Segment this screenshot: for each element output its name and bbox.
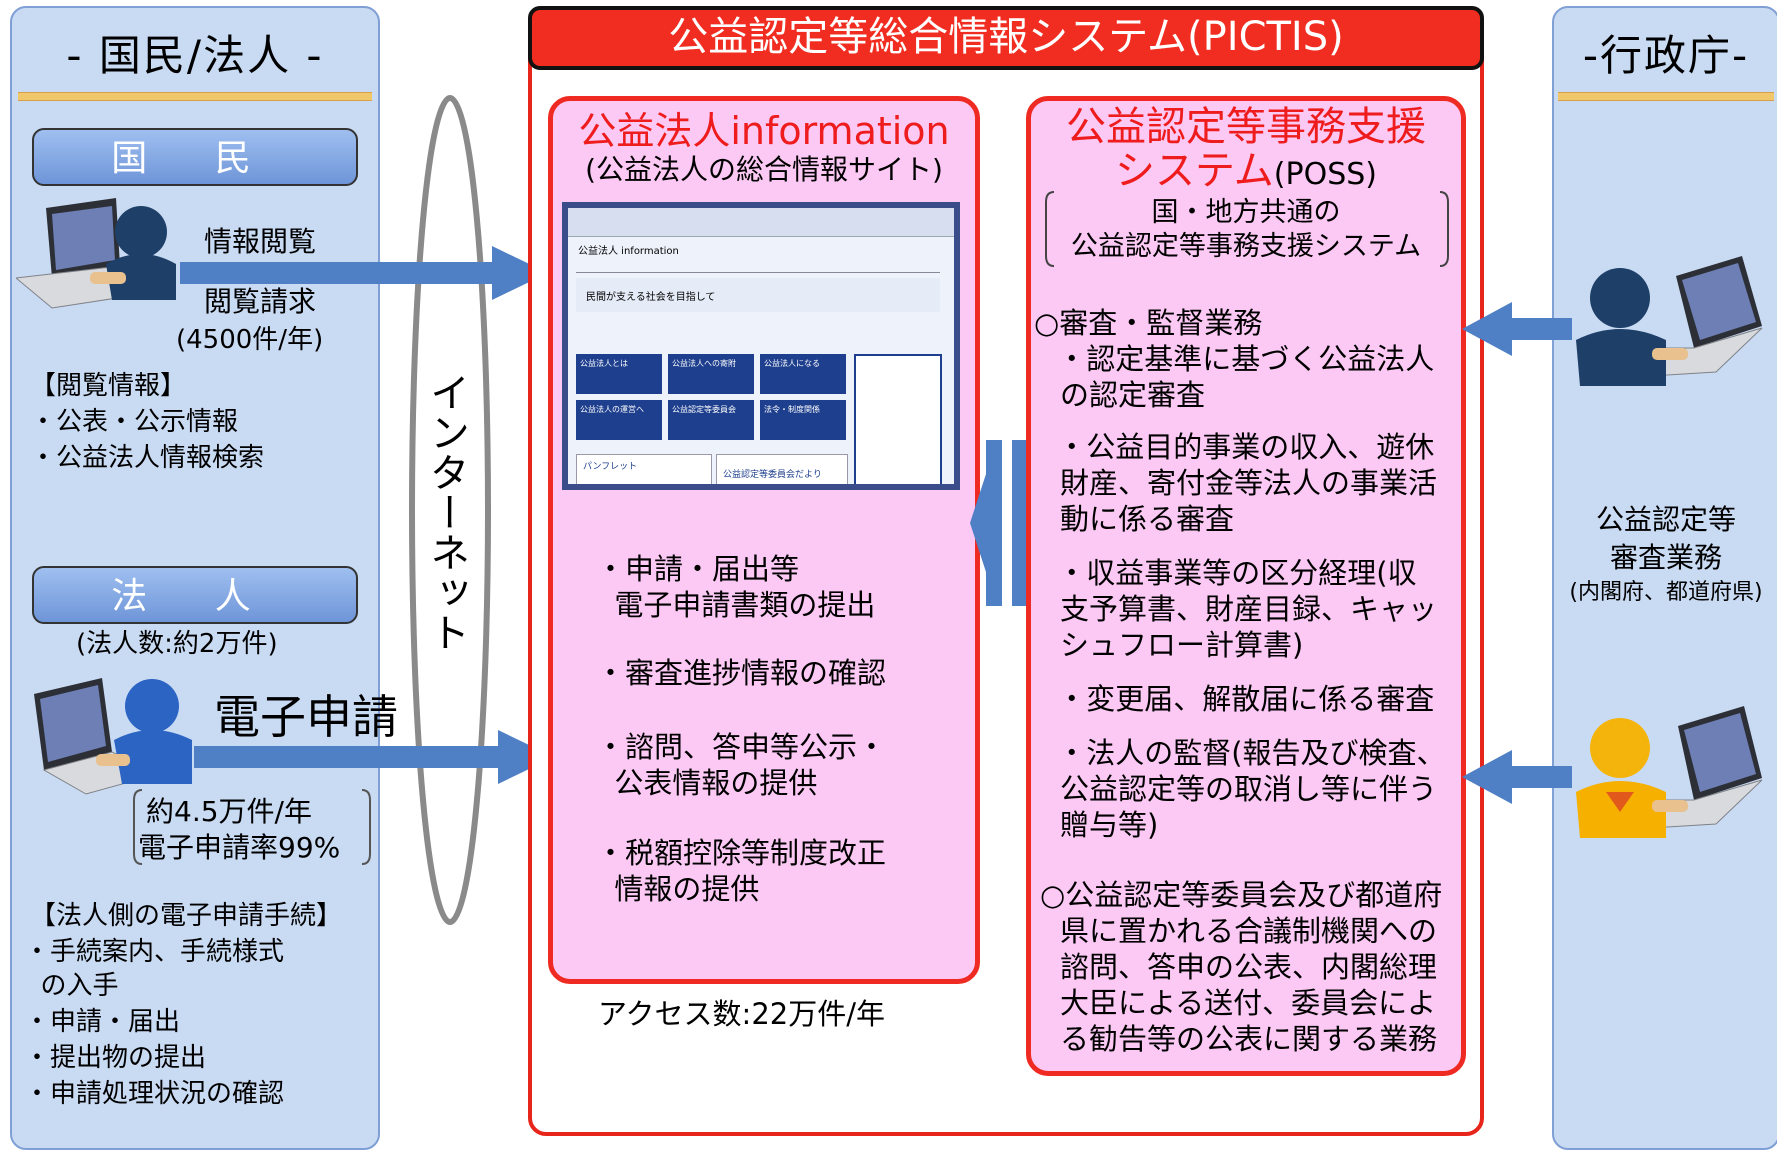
left-column-title: - 国民/法人 - [66,31,324,80]
corp-procedure-item: ・提出物の提出 [24,1043,207,1073]
access-count: アクセス数:22万件/年 [598,997,885,1031]
citizen-action-browse: 情報閲覧 [204,225,317,258]
website-banner: 民間が支える社会を目指して [576,278,940,312]
gov-worker-laptop-icon [1576,706,1763,838]
poss-subtitle-bracket [1045,191,1449,267]
bidirectional-link-arrow [970,440,1044,606]
corp-procedure-item: ・申請処理状況の確認 [24,1079,285,1109]
website-tile: 公益認定等委員会 [668,400,754,440]
corp-procedure-item: ・手続案内、手続様式 [24,937,285,967]
poss-title-system: システム [1114,148,1274,194]
electronic-application-label: 電子申請 [214,690,398,744]
gov-duty-line: 公益認定等 [1595,503,1736,536]
poss-item: ・法人の監督(報告及び検査、 [1048,736,1446,770]
poss-section2-line: ○公益認定等委員会及び都道府 [1040,878,1443,912]
poss-item: ・収益事業等の区分経理(収 [1048,556,1417,590]
poss-panel [1026,96,1466,1076]
website-nav-bar [576,262,940,273]
gov-worker-laptop-icon [1576,256,1763,386]
info-site-subtitle: (公益法人の総合情報サイト) [585,153,943,186]
website-tile: 公益法人への寄附 [668,354,754,394]
info-item: ・諮問、答申等公示・ [596,730,887,764]
info-item: ・審査進捗情報の確認 [596,656,887,690]
website-tile: 法令・制度関係 [760,400,846,440]
poss-title-suffix: (POSS) [1273,157,1377,192]
poss-item: ・公益目的事業の収入、遊休 [1048,430,1435,464]
browse-arrow [180,246,548,300]
browse-info-item: ・公表・公示情報 [30,407,239,437]
info-site-title: 公益法人information [578,109,950,153]
website-tile-label: 公益法人になる [764,359,820,368]
website-tile: 公益法人の運営へ [576,400,662,440]
website-tile-label: 公益法人への寄附 [672,359,736,368]
poss-item: ・認定基準に基づく公益法人 [1048,342,1435,376]
e-application-rate: 電子申請率99% [138,831,341,864]
citizen-laptop-icon [16,198,176,309]
corp-procedures-header: 【法人側の電子申請手続】 [30,901,343,931]
citizen-label-box: 国 民 [32,128,358,186]
poss-item: 動に係る審査 [1060,502,1235,536]
poss-subtitle-line: 国・地方共通の [1151,197,1341,228]
browse-info-item: ・公益法人情報検索 [30,443,265,473]
corporation-label-box: 法 人 [32,566,358,624]
poss-item: の認定審査 [1060,378,1206,412]
poss-section2-line: 県に置かれる合議制機関への [1060,914,1438,948]
browse-info-header: 【閲覧情報】 [30,371,187,401]
poss-item: 贈与等) [1060,808,1159,842]
poss-title-line1: 公益認定等事務支援 [1066,104,1426,150]
poss-item: 財産、寄付金等法人の事業活 [1060,466,1438,500]
poss-section2-line: 大臣による送付、委員会によ [1060,986,1437,1020]
e-stats-bracket [133,789,371,865]
government-column: -行政庁- [1552,6,1777,1150]
pictis-title: 公益認定等総合情報システム(PICTIS) [528,6,1484,70]
website-tile: 公益法人とは [576,354,662,394]
poss-section-header: ○審査・監督業務 [1034,306,1263,340]
info-item: ・申請・届出等 [596,552,800,586]
internet-label: インターネット [423,372,469,652]
website-tile: 公益法人になる [760,354,846,394]
website-newsletter-box: 公益認定等委員会だより [716,454,848,484]
right-column-divider [1558,92,1774,101]
gov-arrow-lower [1462,750,1572,804]
info-item: 公表情報の提供 [596,766,818,800]
right-column-title: -行政庁- [1582,31,1750,80]
poss-item: シュフロー計算書) [1060,628,1304,662]
e-application-arrow [194,730,554,784]
info-item: ・税額控除等制度改正 [596,836,887,870]
e-application-volume: 約4.5万件/年 [146,795,312,828]
left-column-divider [18,92,372,101]
website-tile-label: 法令・制度関係 [764,405,820,414]
website-newsletter-label: 公益認定等委員会だより [723,470,822,480]
citizen-action-request: 閲覧請求 [204,285,317,318]
website-tile-label: 公益認定等委員会 [672,405,736,414]
info-item: 情報の提供 [596,872,760,906]
website-pamphlet-box: パンフレット [576,454,712,484]
website-pamphlet-label: パンフレット [583,462,638,472]
gov-arrow-upper [1462,302,1572,356]
poss-title-line2: システム(POSS) [1026,148,1466,194]
website-banner-text: 民間が支える社会を目指して [586,292,716,303]
gov-duty-line: 審査業務 [1609,541,1722,574]
website-sidebar [854,354,942,484]
poss-section2-line: 諮問、答申の公表、内閣総理 [1060,950,1438,984]
corp-procedure-item: ・申請・届出 [24,1007,181,1037]
poss-item: 支予算書、財産目録、キャッ [1060,592,1438,626]
website-tile-label: 公益法人とは [580,359,628,368]
corp-procedure-item: の入手 [24,971,119,1001]
corporation-count: (法人数:約2万件) [76,629,278,659]
website-logo-text: 公益法人 information [578,246,679,257]
citizen-request-count: (4500件/年) [176,325,324,355]
poss-item: ・変更届、解散届に係る審査 [1048,682,1435,716]
poss-section2-line: る勧告等の公表に関する業務 [1060,1022,1438,1056]
website-screenshot: 公益法人 information 民間が支える社会を目指して 公益法人とは 公益… [562,202,960,490]
internet-ellipse [409,95,491,925]
poss-item: 公益認定等の取消し等に伴う [1060,772,1438,806]
corporation-laptop-icon [34,678,192,795]
browser-toolbar [568,208,954,237]
website-tile-label: 公益法人の運営へ [580,405,644,414]
poss-subtitle-line: 公益認定等事務支援システム [1070,231,1422,262]
info-item: 電子申請書類の提出 [596,588,876,622]
gov-duty-note: (内閣府、都道府県) [1569,580,1763,605]
